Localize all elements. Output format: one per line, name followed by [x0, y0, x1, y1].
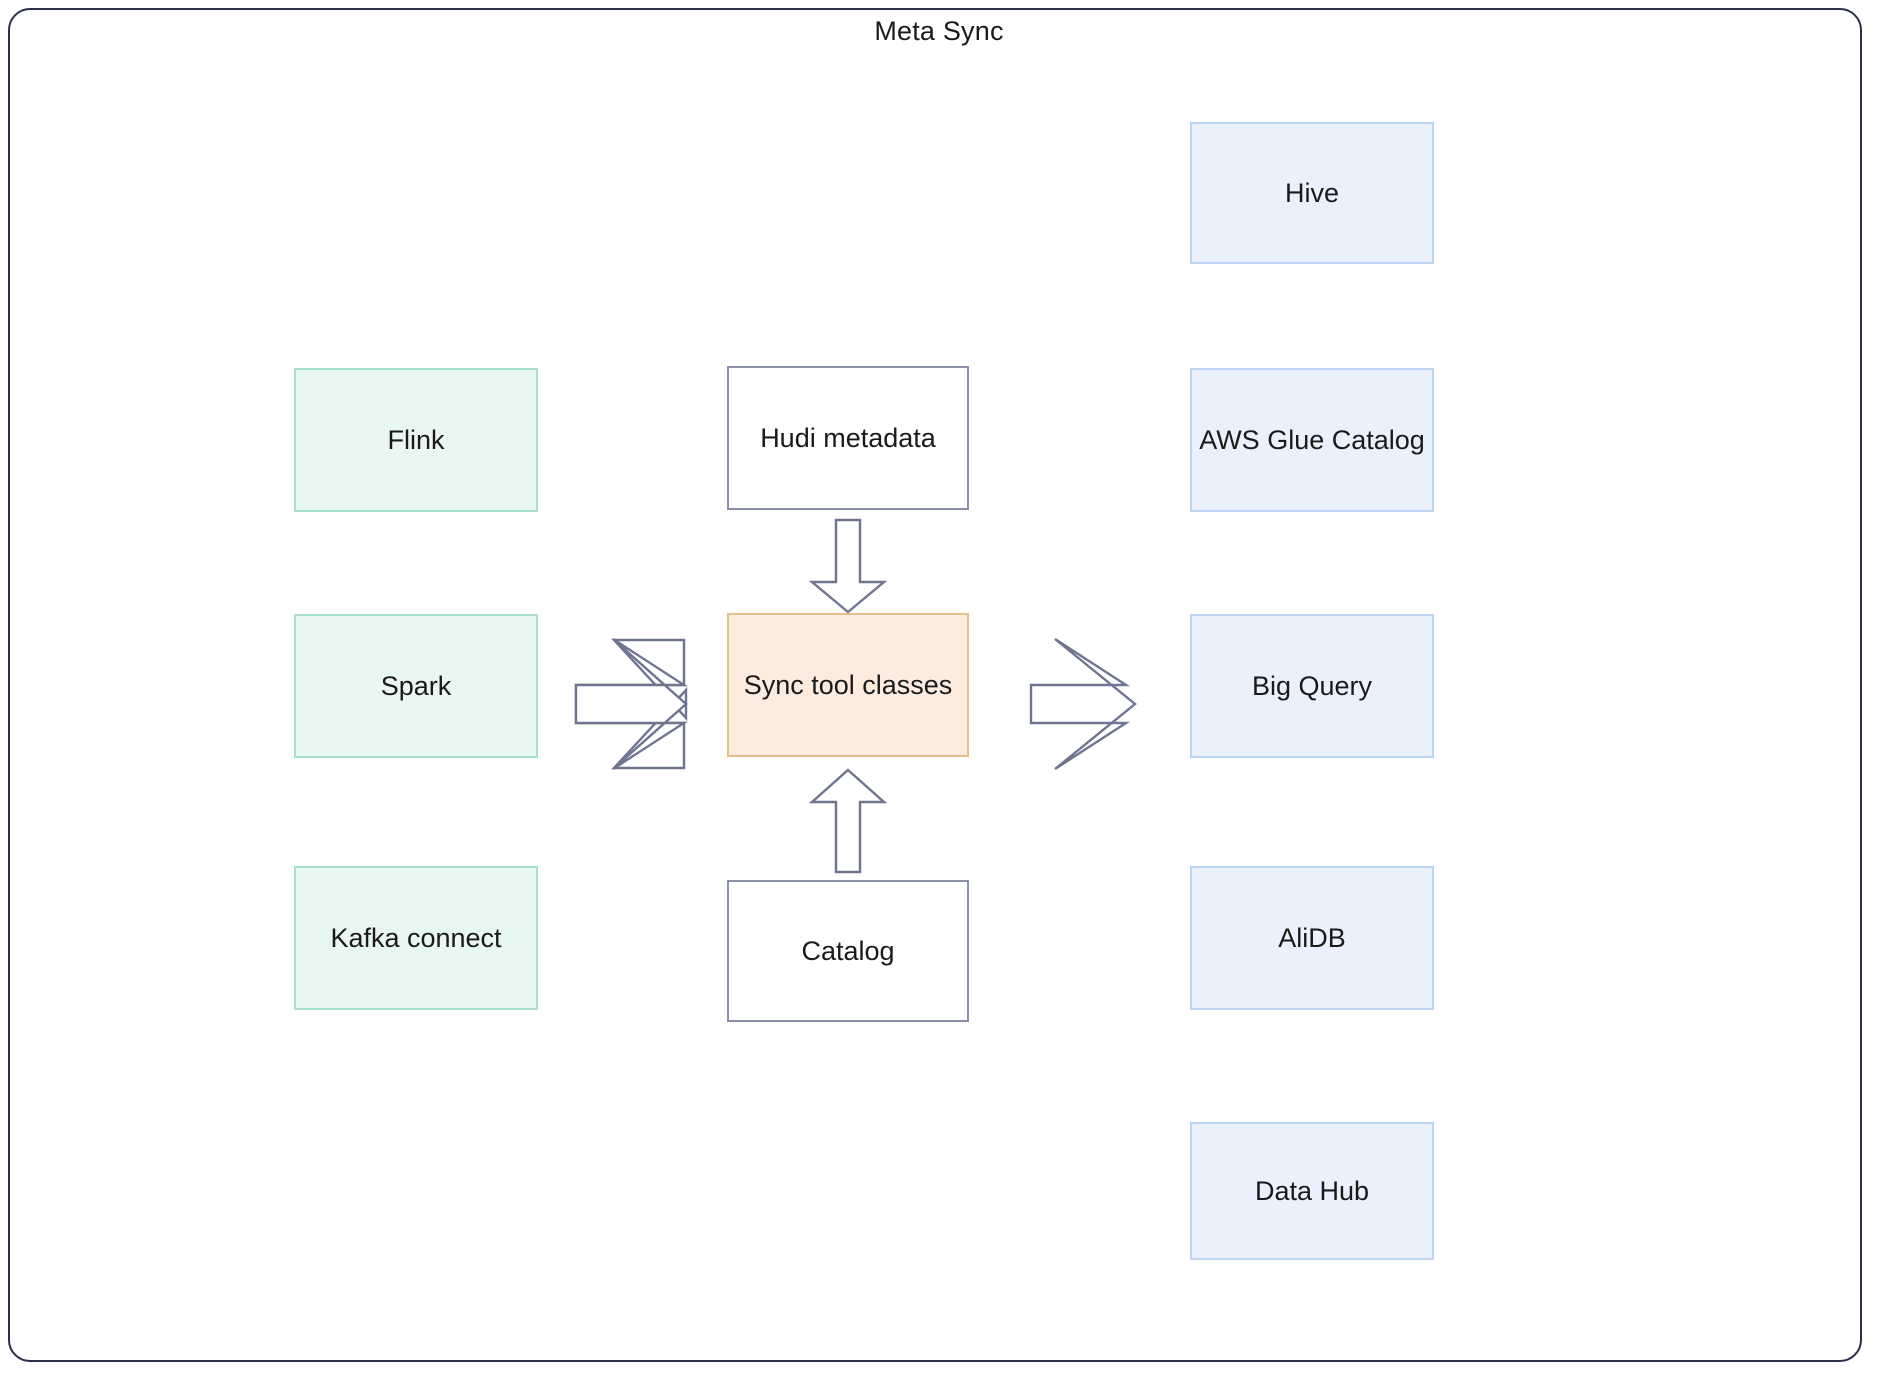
node-data-hub[interactable]: Data Hub [1190, 1122, 1434, 1260]
node-label: Big Query [1251, 670, 1373, 701]
node-hive[interactable]: Hive [1190, 122, 1434, 264]
node-alidb[interactable]: AliDB [1190, 866, 1434, 1010]
node-big-query[interactable]: Big Query [1190, 614, 1434, 758]
node-spark[interactable]: Spark [294, 614, 538, 758]
node-hudi-metadata[interactable]: Hudi metadata [727, 366, 969, 510]
node-label: AWS Glue Catalog [1199, 424, 1425, 455]
node-label: Flink [387, 424, 445, 455]
page-title: Meta Sync [874, 16, 1004, 46]
node-label: Hudi metadata [760, 422, 936, 453]
node-catalog[interactable]: Catalog [727, 880, 969, 1022]
node-label: Kafka connect [330, 922, 502, 953]
node-label: Sync tool classes [743, 669, 953, 700]
node-label: Data Hub [1254, 1175, 1370, 1206]
node-aws-glue-catalog[interactable]: AWS Glue Catalog [1190, 368, 1434, 512]
node-flink[interactable]: Flink [294, 368, 538, 512]
node-label: AliDB [1278, 922, 1346, 953]
node-label: Catalog [801, 935, 895, 966]
node-kafka-connect[interactable]: Kafka connect [294, 866, 538, 1010]
node-label: Hive [1284, 177, 1339, 208]
node-label: Spark [380, 670, 452, 701]
node-sync-tool-classes[interactable]: Sync tool classes [727, 613, 969, 757]
